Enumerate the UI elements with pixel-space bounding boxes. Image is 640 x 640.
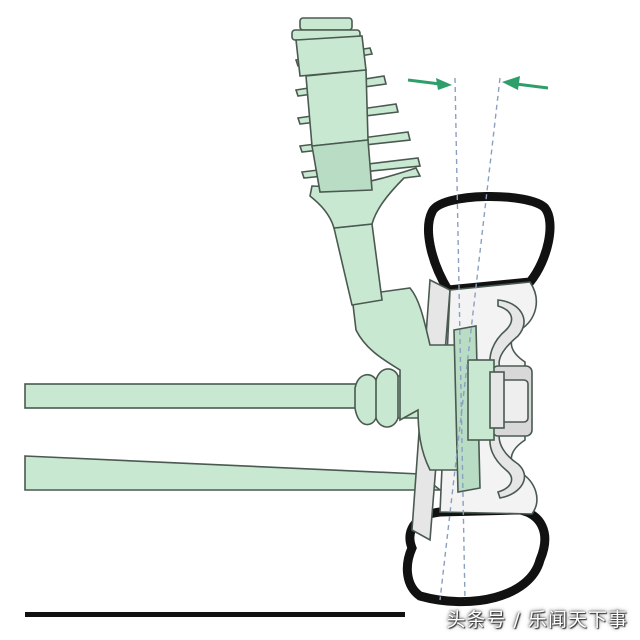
watermark-text: 头条号 / 乐闻天下事	[446, 609, 628, 631]
drive-shaft	[24, 383, 366, 409]
tire	[402, 192, 555, 607]
lower-control-arm	[24, 455, 443, 491]
arrow-right-icon	[407, 78, 452, 90]
vertical-guide-line	[454, 77, 466, 601]
ground-line	[25, 612, 405, 617]
arrow-left-icon	[502, 76, 549, 90]
strut-body	[309, 167, 422, 306]
inclined-guide-line	[439, 77, 501, 601]
strut-top	[291, 17, 373, 193]
